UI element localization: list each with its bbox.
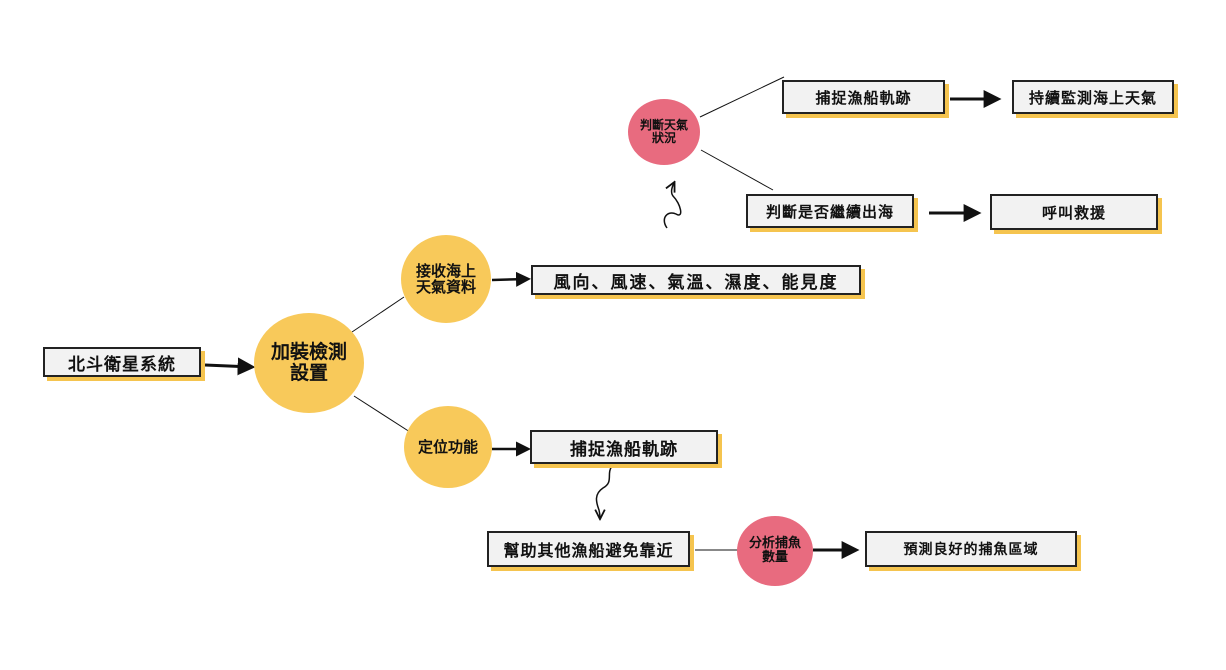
node-predict-fishing-area: 預測良好的捕魚區域 bbox=[865, 531, 1077, 567]
curly-arrow-up bbox=[663, 183, 682, 229]
line-device-to-receive bbox=[351, 296, 405, 333]
curly-arrow-down bbox=[596, 465, 613, 518]
node-capture-track-upper: 捕捉漁船軌跡 bbox=[782, 80, 945, 114]
node-analyze-catch: 分析捕魚 數量 bbox=[737, 516, 813, 586]
node-call-rescue: 呼叫救援 bbox=[990, 194, 1158, 230]
node-detection-device: 加裝檢測 設置 bbox=[254, 313, 364, 413]
node-help-others-avoid: 幫助其他漁船避免靠近 bbox=[487, 531, 690, 567]
line-judge-to-decide bbox=[700, 149, 774, 191]
arrow-beidou-to-device bbox=[204, 357, 256, 376]
line-device-to-locate bbox=[353, 395, 411, 433]
node-weather-items: 風向、風速、氣溫、濕度、能見度 bbox=[531, 265, 861, 295]
node-locate-function: 定位功能 bbox=[404, 406, 492, 488]
node-beidou-system: 北斗衛星系統 bbox=[43, 347, 201, 377]
line-judge-to-capture bbox=[699, 76, 785, 118]
arrow-receive-to-weather-items bbox=[491, 271, 531, 287]
node-monitor-weather: 持續監測海上天氣 bbox=[1012, 80, 1174, 114]
node-capture-track-lower: 捕捉漁船軌跡 bbox=[530, 430, 718, 464]
node-decide-continue-sailing: 判斷是否繼續出海 bbox=[746, 194, 914, 228]
node-receive-weather: 接收海上 天氣資料 bbox=[401, 235, 491, 323]
node-judge-weather: 判斷天氣 狀況 bbox=[628, 99, 700, 165]
